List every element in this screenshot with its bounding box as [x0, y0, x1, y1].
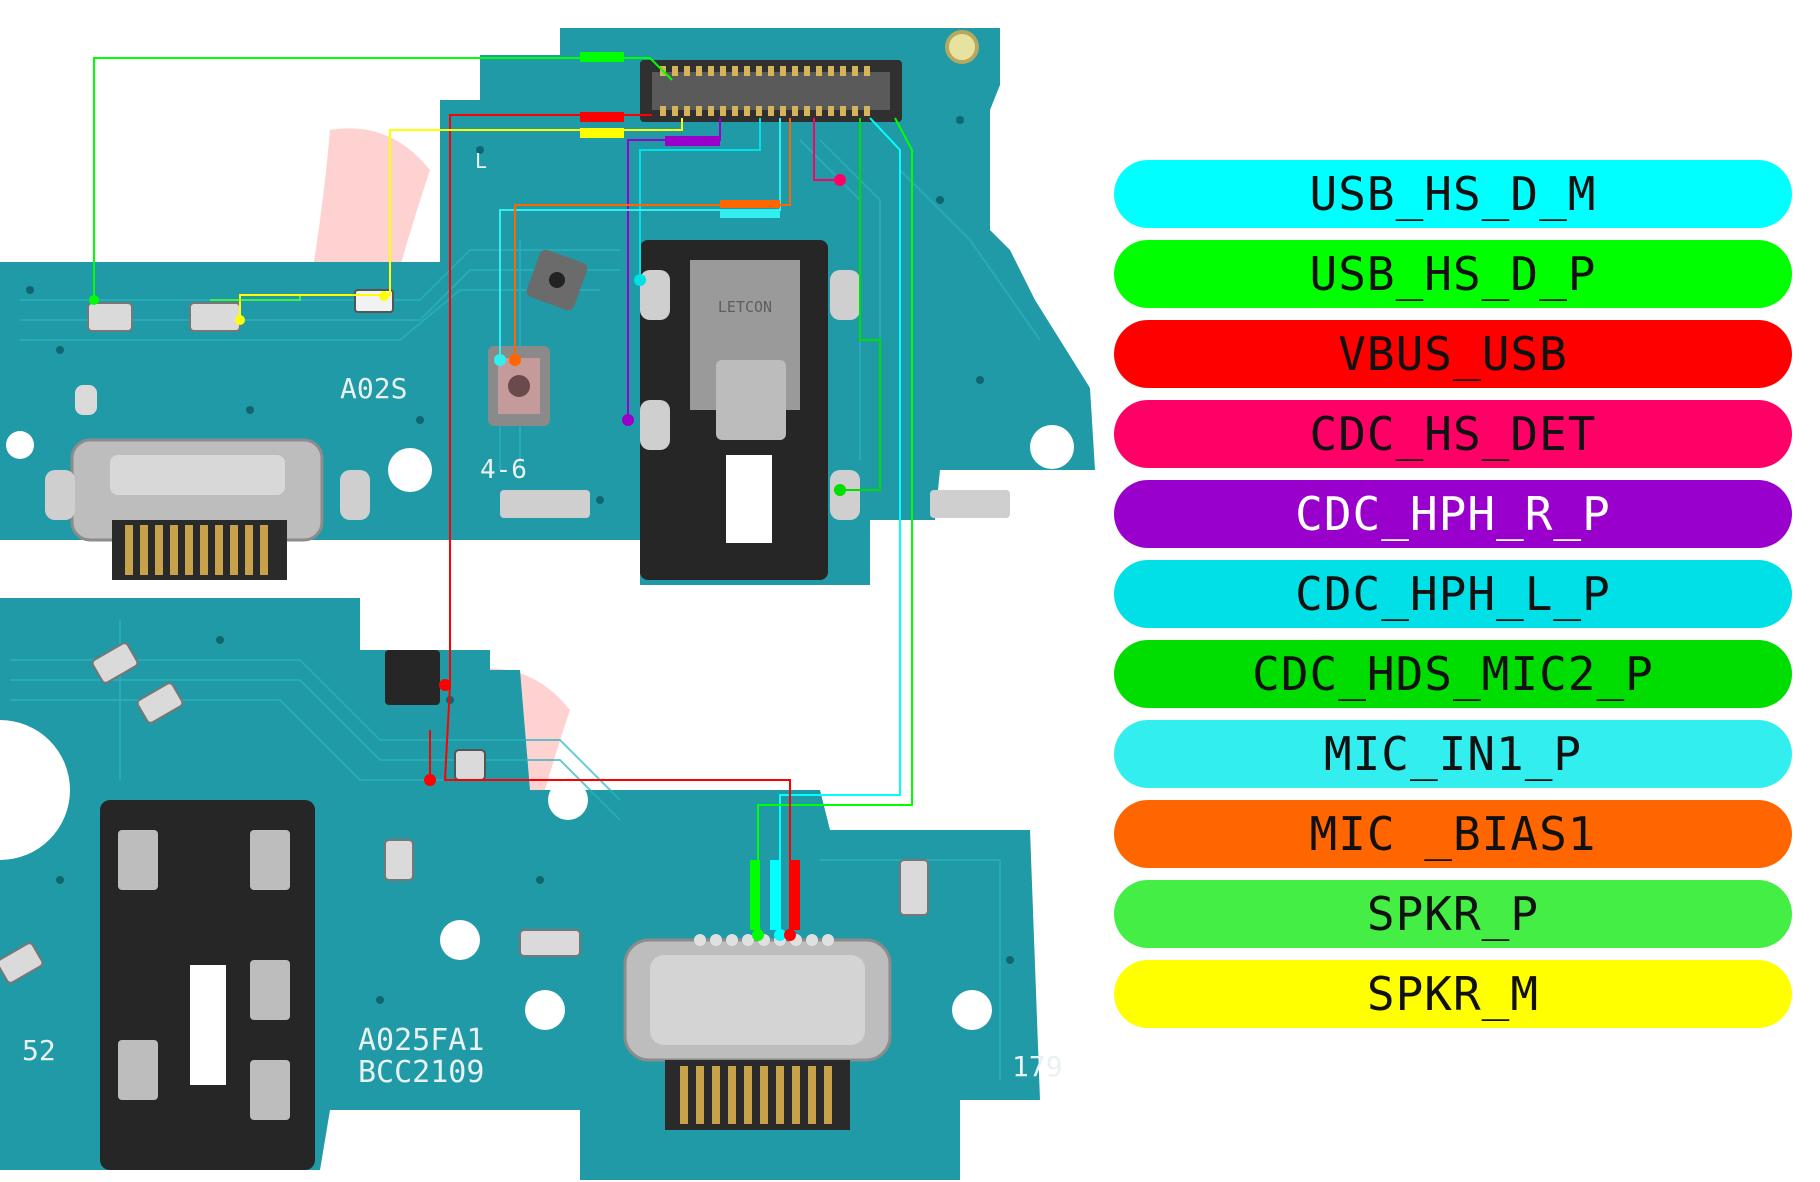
spkr-m-trace	[239, 118, 683, 320]
mount-hole	[6, 431, 34, 459]
a02s-label: A02S	[340, 372, 407, 405]
cdc-hph-l-p-trace	[639, 118, 761, 280]
legend-label: CDC_HPH_L_P	[1295, 567, 1611, 621]
legend-item-spkr-m: SPKR_M	[1114, 960, 1792, 1028]
usb-hs-d-p-trace-2	[757, 117, 913, 935]
audio-jack-top: LETCON	[640, 240, 828, 580]
52-label: 52	[22, 1034, 56, 1067]
passive-components	[0, 642, 929, 984]
legend-item-mic-bias1: MIC _BIAS1	[1114, 800, 1792, 868]
mic-in1-p-trace	[499, 118, 781, 360]
4-6-label: 4-6	[480, 455, 527, 485]
microphone	[488, 346, 550, 426]
legend-item-cdc-hds-mic2-p: CDC_HDS_MIC2_P	[1114, 640, 1792, 708]
mount-hole	[388, 448, 432, 492]
mount-hole	[440, 920, 480, 960]
top-board: LETCON A02S 4-6 L	[0, 28, 1095, 585]
mount-hole	[1030, 425, 1074, 469]
legend-label: MIC _BIAS1	[1309, 807, 1597, 861]
legend-label: SPKR_M	[1366, 967, 1540, 1021]
letcon-label: LETCON	[718, 298, 772, 316]
mount-hole	[945, 30, 979, 64]
cdc-hds-mic2-p-trace	[840, 118, 881, 491]
usb-c-port-top	[70, 438, 324, 580]
legend-label: CDC_HDS_MIC2_P	[1252, 647, 1654, 701]
legend-label: USB_HS_D_P	[1309, 247, 1597, 301]
mount-hole	[952, 990, 992, 1030]
audio-jack-bottom	[100, 800, 315, 1170]
fpc-connector	[640, 60, 902, 122]
legend-label: CDC_HS_DET	[1309, 407, 1597, 461]
legend-label: SPKR_P	[1366, 887, 1540, 941]
ic-chip	[385, 650, 440, 705]
rf-coax	[526, 249, 588, 311]
bottom-board: A025FA1 BCC2109 52 179	[0, 598, 1063, 1180]
mount-hole	[548, 780, 588, 820]
mount-hole	[525, 990, 565, 1030]
bcc2109-label: BCC2109	[358, 1055, 484, 1090]
legend-item-cdc-hph-r-p: CDC_HPH_R_P	[1114, 480, 1792, 548]
cdc-hs-det-trace	[813, 118, 840, 181]
l-label: L	[475, 149, 487, 173]
legend-item-spkr-p: SPKR_P	[1114, 880, 1792, 948]
179-label: 179	[1012, 1050, 1063, 1083]
pcb-diagram: LETCON A02S 4-6 L	[0, 28, 1095, 1180]
a025fa1-label: A025FA1	[358, 1023, 484, 1058]
legend-label: VBUS_USB	[1338, 327, 1568, 381]
usb-hs-d-m-trace	[779, 117, 901, 935]
legend-label: CDC_HPH_R_P	[1295, 487, 1611, 541]
legend-label: USB_HS_D_M	[1309, 167, 1597, 221]
legend-item-usb-hs-d-m: USB_HS_D_M	[1114, 160, 1792, 228]
signal-traces	[89, 52, 913, 941]
legend-item-cdc-hph-l-p: CDC_HPH_L_P	[1114, 560, 1792, 628]
legend-item-cdc-hs-det: CDC_HS_DET	[1114, 400, 1792, 468]
vbus-usb-trace-2	[443, 684, 791, 935]
usb-c-port-bottom	[623, 934, 892, 1130]
legend-item-mic-in1-p: MIC_IN1_P	[1114, 720, 1792, 788]
usb-hs-d-p-trace	[93, 57, 673, 300]
mic-bias1-trace	[514, 118, 791, 360]
legend-label: MIC_IN1_P	[1323, 727, 1583, 781]
legend-item-usb-hs-d-p: USB_HS_D_P	[1114, 240, 1792, 308]
legend-item-vbus-usb: VBUS_USB	[1114, 320, 1792, 388]
